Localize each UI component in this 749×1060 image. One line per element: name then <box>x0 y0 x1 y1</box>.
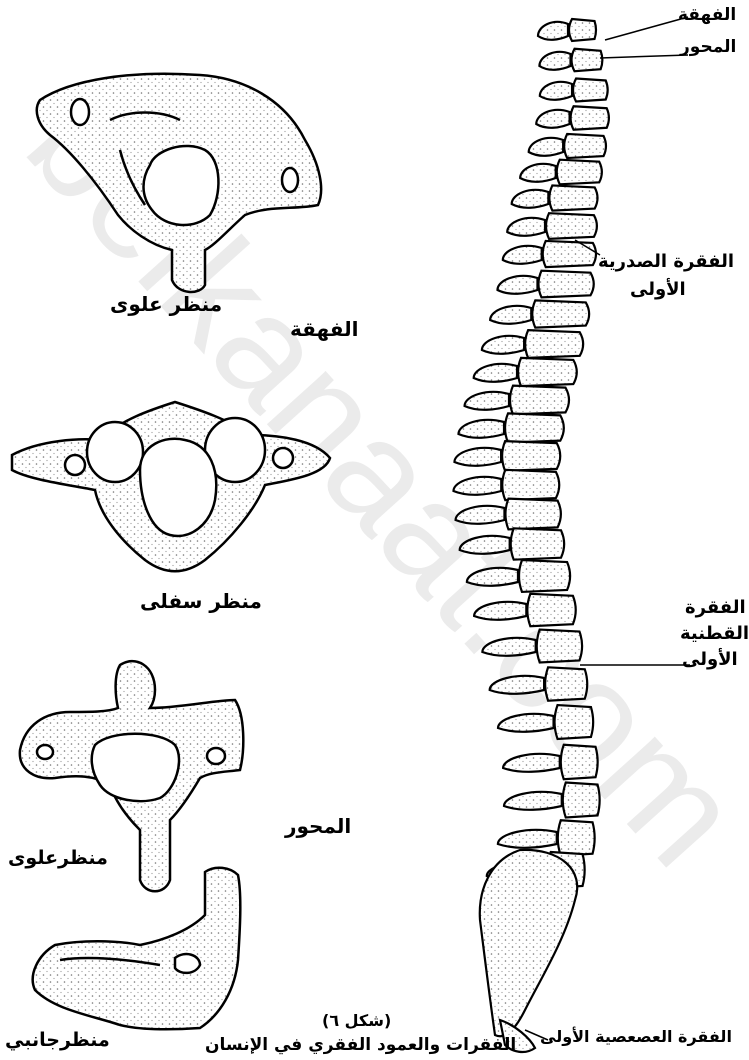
spinous-process <box>504 792 562 810</box>
spinous-process <box>529 138 563 156</box>
spinous-process <box>507 218 545 236</box>
vertebral-body <box>569 19 596 41</box>
label-axis-name: المحور <box>285 815 351 838</box>
figure-caption: الفقرات والعمود الفقري في الإنسان <box>205 1036 516 1056</box>
label-atlas-superior-view: منظر علوى <box>110 293 222 316</box>
label-atlas-top: الفهقة <box>678 6 736 26</box>
spinous-process <box>458 420 504 438</box>
sacrum <box>480 850 577 1036</box>
vertebral-body <box>510 386 569 415</box>
spinous-process <box>474 364 517 382</box>
spinous-process <box>474 602 526 620</box>
vertebral-body <box>558 820 595 855</box>
vertebral-body <box>505 413 564 442</box>
spinous-process <box>453 477 501 495</box>
vertebral-body <box>564 134 606 158</box>
vertebral-body <box>525 330 583 358</box>
label-atlas-name: الفهقة <box>290 318 359 341</box>
vertebral-body <box>563 783 600 818</box>
label-first-lumbar-1: الفقرة <box>685 598 746 619</box>
vertebral-body <box>557 160 602 185</box>
spinous-process <box>490 306 531 324</box>
vertebral-body <box>538 271 593 298</box>
vertebral-body <box>502 441 560 471</box>
spinous-process <box>536 110 569 128</box>
vertebral-body <box>505 499 560 530</box>
spinous-process <box>498 830 557 848</box>
axis-lateral-view-drawing <box>33 868 241 1030</box>
vertebral-body <box>511 528 564 559</box>
vertebral-body <box>546 213 597 239</box>
vertebral-body <box>573 78 608 101</box>
vertebral-body <box>572 49 603 72</box>
spinous-process <box>454 448 501 466</box>
spinous-process <box>540 82 572 100</box>
label-axis-lateral-view: منظرجانبي <box>5 1030 110 1052</box>
vertebral-column-drawing <box>453 19 608 1052</box>
label-first-coccygeal: الفقرة العصعصية الأولى <box>540 1028 732 1046</box>
atlas-inferior-view-drawing <box>12 402 330 571</box>
vertebral-body <box>537 630 582 663</box>
vertebral-body <box>561 745 598 779</box>
atlas-superior-view-drawing <box>37 74 321 292</box>
spinous-process <box>497 276 537 294</box>
spinous-process <box>503 246 542 264</box>
spinous-process <box>520 164 556 182</box>
vertebral-body <box>545 667 587 700</box>
spinous-process <box>456 506 505 524</box>
vertebral-body <box>518 358 577 386</box>
vertebral-body <box>571 106 609 130</box>
vertebral-body <box>527 594 575 626</box>
label-atlas-inferior-view: منظر سفلى <box>140 590 262 613</box>
vertebral-body <box>555 705 594 739</box>
vertebral-body <box>502 470 559 500</box>
spinous-process <box>465 392 509 410</box>
vertebral-body <box>519 560 570 592</box>
spinous-process <box>498 714 554 732</box>
spinous-process <box>539 52 570 70</box>
label-axis-top: المحور <box>680 38 736 58</box>
spinous-process <box>503 754 560 772</box>
vertebral-body <box>549 185 597 210</box>
label-first-lumbar-3: الأولى <box>682 650 738 671</box>
spinous-process <box>538 22 568 40</box>
label-axis-superior-view: منظرعلوى <box>8 848 108 870</box>
spinous-process <box>482 336 524 354</box>
vertebral-body <box>532 300 589 327</box>
figure-number: (شكل ٦) <box>322 1012 391 1030</box>
spinous-process <box>482 638 535 656</box>
spinous-process <box>490 676 544 694</box>
spinous-process <box>512 190 549 208</box>
label-first-thoracic-2: الأولى <box>630 280 686 301</box>
vertebral-body <box>543 241 596 267</box>
label-first-thoracic-1: الفقرة الصدرية <box>598 252 734 273</box>
spinous-process <box>460 536 510 554</box>
spinous-process <box>467 568 518 586</box>
label-first-lumbar-2: القطنية <box>680 624 749 645</box>
